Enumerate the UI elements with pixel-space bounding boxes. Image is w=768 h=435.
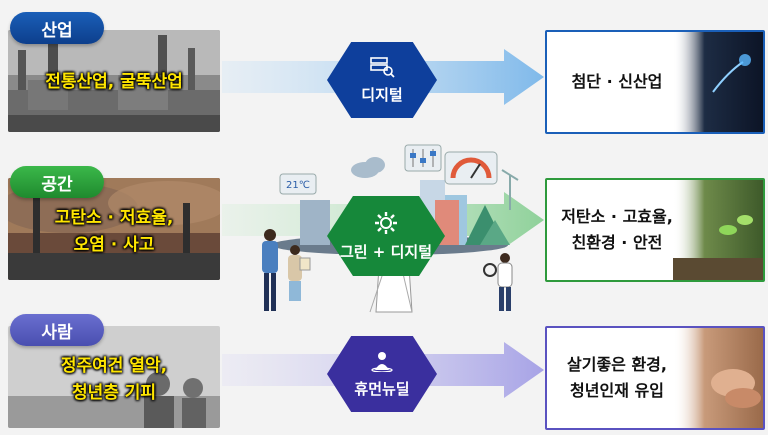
space-old-text-line2: 오염 · 사고 [73, 235, 155, 255]
people-old-text-line2: 청년층 기피 [71, 383, 157, 403]
factory-photo [8, 30, 220, 132]
people-new-text-line1: 살기좋은 환경, [567, 355, 667, 374]
result-panel-industry: 첨단 · 신산업 [545, 30, 765, 134]
category-pill-industry: 산업 [10, 12, 104, 44]
industry-old-text: 전통산업, 굴뚝산업 [45, 72, 183, 92]
hub-hexagon-human: 휴먼뉴딜 [327, 336, 437, 412]
tech-hand-photo [673, 32, 763, 132]
hands-together-photo [673, 328, 763, 428]
result-panel-people: 살기좋은 환경, 청년인재 유입 [545, 326, 765, 430]
sprout-photo [673, 180, 763, 280]
space-old-text-line1: 고탄소 · 저효율, [54, 208, 174, 228]
space-new-text-line2: 친환경 · 안전 [571, 233, 663, 252]
hub-label-digital: 디지털 [361, 85, 403, 104]
category-pill-people: 사람 [10, 314, 104, 346]
gear-icon [375, 211, 397, 234]
category-pill-space: 공간 [10, 166, 104, 198]
hub-label-human: 휴먼뉴딜 [354, 379, 410, 398]
people-new-text-line2: 청년인재 유입 [570, 381, 664, 400]
server-search-icon [370, 56, 395, 78]
industry-photo-panel: 전통산업, 굴뚝산업 [8, 30, 220, 132]
hub-label-green-digital: 그린 + 디지털 [339, 242, 432, 261]
hub-hexagon-digital: 디지털 [327, 42, 437, 118]
space-new-text-line1: 저탄소 · 고효율, [561, 207, 673, 226]
industry-new-text: 첨단 · 신산업 [571, 72, 663, 91]
hub-hexagon-green-digital: 그린 + 디지털 [327, 196, 445, 276]
person-icon [371, 351, 393, 372]
people-old-text-line1: 정주여건 열악, [60, 356, 168, 376]
thermostat-text: 21℃ [286, 180, 310, 191]
result-panel-space: 저탄소 · 고효율, 친환경 · 안전 [545, 178, 765, 282]
